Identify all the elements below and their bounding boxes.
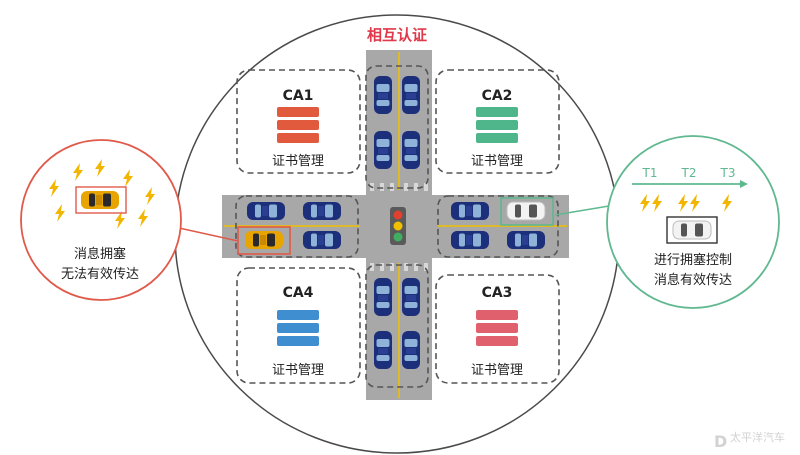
server-icon [476, 310, 518, 346]
watermark-logo-icon: D [714, 432, 727, 451]
controlled-car-icon [506, 201, 546, 221]
watermark-text: 太平洋汽车 [730, 430, 785, 444]
ca2-block: CA2 证书管理 [471, 88, 523, 169]
ca1-block: CA1 证书管理 [272, 88, 324, 169]
arrow-head-icon [740, 180, 748, 188]
car-icon [402, 131, 420, 169]
ca1-caption: 证书管理 [272, 154, 324, 169]
car-icon [247, 202, 285, 220]
car-icon [451, 231, 489, 249]
time-label-t1: T1 [642, 166, 658, 180]
ca2-zone [435, 69, 560, 174]
server-icon [277, 310, 319, 346]
congestion-line2: 无法有效传达 [61, 267, 139, 282]
car-icon [451, 202, 489, 220]
ca2-caption: 证书管理 [471, 154, 523, 169]
ca4-caption: 证书管理 [272, 363, 324, 378]
time-label-t3: T3 [720, 166, 736, 180]
car-icon [402, 331, 420, 369]
controlled-car-highlight [500, 197, 554, 226]
car-icon [402, 278, 420, 316]
congestion-callout: 消息拥塞 无法有效传达 [20, 139, 239, 301]
control-line2: 消息有效传达 [654, 272, 732, 288]
ca1-label: CA1 [283, 88, 314, 104]
car-icon [402, 76, 420, 114]
ca4-label: CA4 [283, 285, 314, 301]
car-icon [303, 202, 341, 220]
server-icon [476, 107, 518, 143]
car-icon [303, 231, 341, 249]
top-traffic-cluster [365, 65, 429, 189]
bottom-traffic-cluster [365, 264, 429, 388]
controlled-car-icon [672, 220, 712, 240]
left-traffic-cluster [235, 195, 359, 258]
ca4-zone [236, 267, 361, 384]
ca3-caption: 证书管理 [471, 363, 523, 378]
ca3-label: CA3 [482, 285, 513, 301]
congested-car-icon [81, 191, 119, 209]
ca1-zone [236, 69, 361, 174]
ca4-block: CA4 证书管理 [272, 285, 324, 378]
car-icon [507, 231, 545, 249]
ca3-block: CA3 证书管理 [471, 285, 523, 378]
time-label-t2: T2 [681, 166, 697, 180]
bubble-car-highlight [666, 216, 718, 244]
control-line1: 进行拥塞控制 [654, 252, 732, 268]
ca3-zone [435, 274, 560, 384]
server-icon [277, 107, 319, 143]
right-cars [451, 197, 554, 249]
congested-car-icon [245, 231, 283, 249]
ca2-label: CA2 [482, 88, 513, 104]
bubble-car-highlight [75, 186, 127, 214]
car-icon [374, 278, 392, 316]
callout-pointer [554, 204, 616, 216]
congestion-line1: 消息拥塞 [74, 246, 126, 262]
diagram-title: 相互认证 [367, 26, 427, 44]
control-callout: T1 T2 T3 进行拥塞控制 消息有效传达 [554, 135, 780, 309]
car-icon [374, 76, 392, 114]
watermark: D 太平洋汽车 [714, 430, 785, 451]
right-traffic-cluster [437, 195, 559, 258]
traffic-light-icon [390, 207, 406, 245]
car-icon [374, 131, 392, 169]
car-icon [374, 331, 392, 369]
congestion-bubble [20, 139, 182, 301]
